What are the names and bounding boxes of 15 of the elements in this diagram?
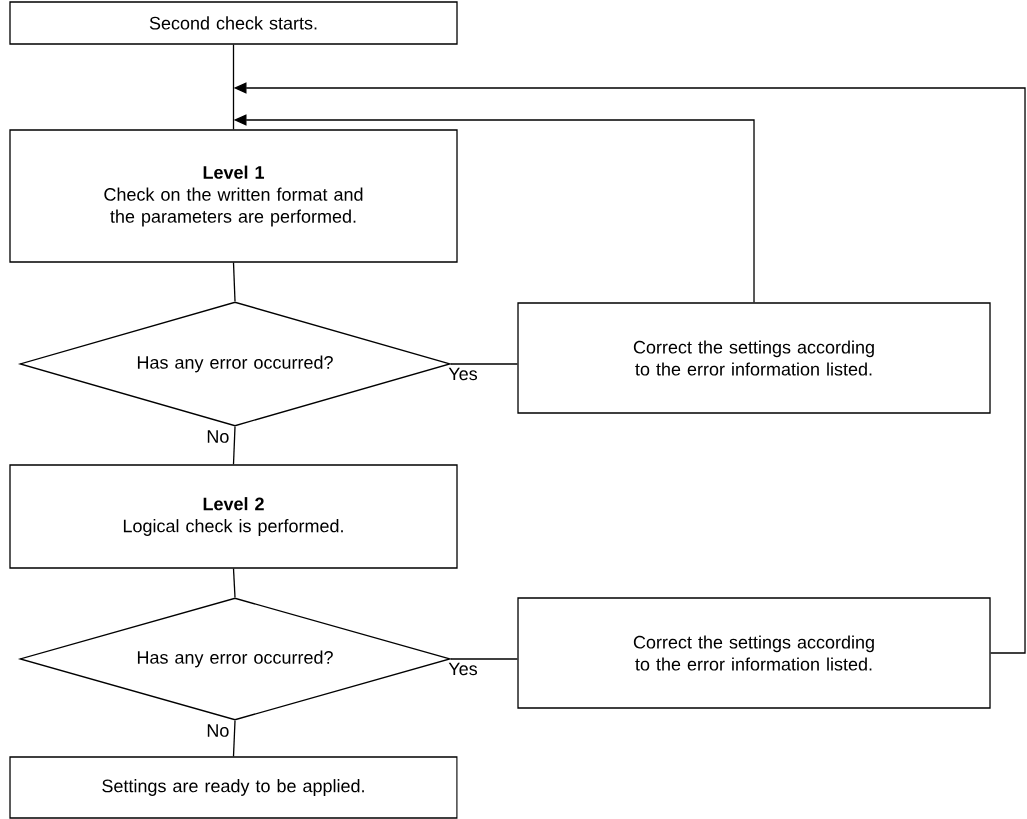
edge-label: No <box>207 430 229 443</box>
connector <box>450 658 518 660</box>
connector <box>232 44 235 130</box>
process-box: Level 2 Logical check is performed. <box>9 464 458 569</box>
process-box: Level 1 Check on the written format and the parameters are performed. <box>9 129 458 263</box>
connector <box>232 262 236 302</box>
process-box: Correct the settings according to the error information listed. <box>517 302 991 414</box>
connector <box>450 363 518 365</box>
process-box: Settings are ready to be applied. <box>9 756 458 819</box>
process-box: Second check starts. <box>9 1 458 45</box>
edge-label: No <box>207 724 229 737</box>
connector <box>232 426 236 465</box>
process-box: Correct the settings according to the error information listed. <box>517 597 991 709</box>
connector <box>232 720 236 757</box>
connector <box>232 568 236 598</box>
